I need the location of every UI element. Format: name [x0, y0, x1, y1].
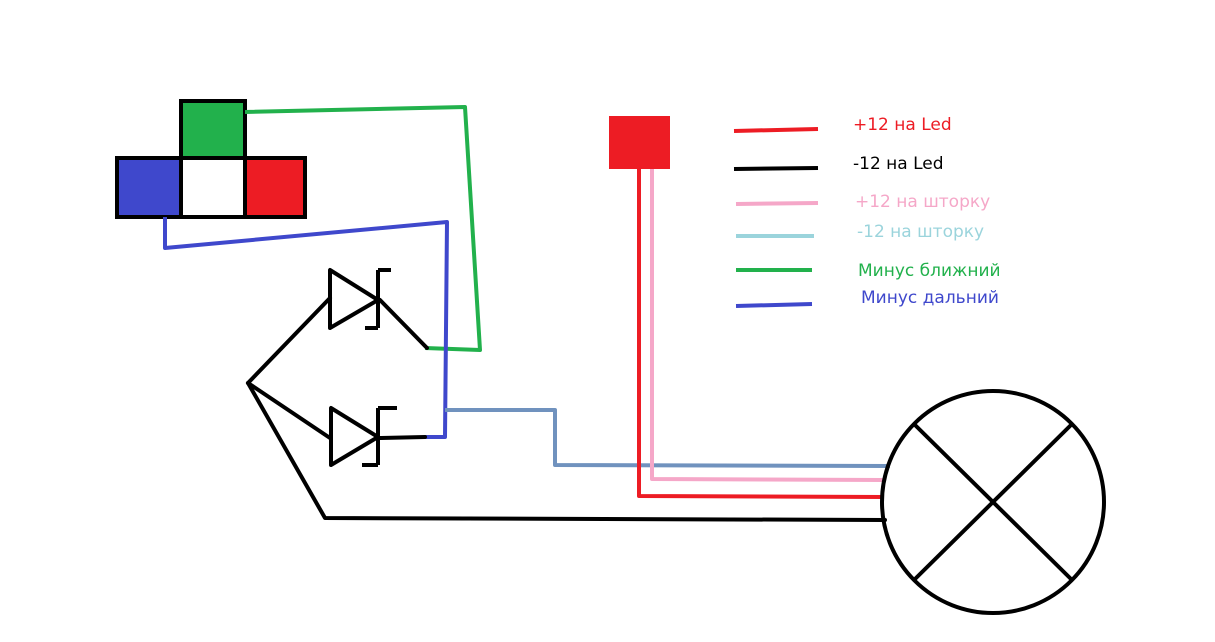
legend-swatch-2 [735, 201, 819, 206]
wire-steel-blue [445, 408, 891, 468]
wire-green [244, 105, 482, 352]
legend-label-0: +12 на Led [853, 115, 952, 135]
wire-pink [650, 169, 885, 482]
diode-lower [329, 406, 397, 467]
lamp-icon [880, 389, 1106, 615]
connector-green-pin [179, 99, 247, 160]
legend-label-5: Минус дальний [861, 288, 999, 308]
legend-swatch-5 [735, 302, 813, 308]
legend-label-4: Минус ближний [858, 261, 1001, 281]
legend-label-3: -12 на шторку [857, 222, 984, 242]
legend: +12 на Led -12 на Led +12 на шторку -12 … [733, 115, 1001, 308]
black-wiring [246, 296, 887, 522]
legend-swatch-0 [733, 127, 819, 133]
power-block [609, 116, 670, 169]
connector-block [115, 99, 307, 219]
wire-blue [163, 217, 449, 439]
connector-blue-pin [115, 156, 183, 219]
legend-label-1: -12 на Led [853, 154, 944, 174]
legend-label-2: +12 на шторку [855, 192, 990, 212]
diode-upper [328, 268, 391, 330]
legend-swatch-1 [733, 166, 819, 171]
connector-red-pin [243, 156, 307, 219]
wire-red [637, 169, 885, 499]
connector-white-pin [179, 156, 247, 219]
